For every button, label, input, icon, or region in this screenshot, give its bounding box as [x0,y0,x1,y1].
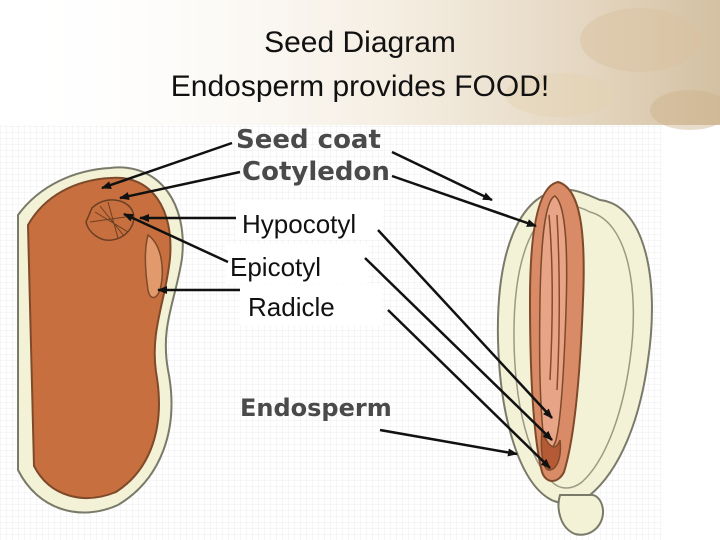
arrow-epicotyl-left [123,212,229,264]
arrow-cotyledon-left [119,170,241,201]
slide-subtitle: Endosperm provides FOOD! [170,70,550,103]
label-cotyledon: Cotyledon [242,157,390,187]
corn-seed [496,180,653,536]
arrow-epicotyl-right [364,257,553,441]
corn-seed-base [557,493,605,536]
label-box-hypocotyl [235,200,383,240]
slide-title: Seed Diagram [264,26,456,59]
arrow-hypocotyl-right [377,229,553,419]
label-box-radicle [240,285,382,325]
bean-embryo-axis [144,233,163,299]
arrow-endosperm-right [379,428,518,457]
label-epicotyl: Epicotyl [230,252,321,282]
header-background-seed [505,73,615,117]
label-seed-coat: Seed coat [236,125,381,155]
arrow-seed-coat-right [391,150,493,202]
bean-cotyledon [26,176,172,499]
label-box-epicotyl [226,244,368,284]
bean-embryo-leaves [85,199,135,241]
corn-embryo-leaves [548,214,560,391]
header-background [0,0,720,125]
header-background-seed [580,8,700,72]
label-radicle: Radicle [248,292,335,322]
bean-embryo-leaves-hatching [89,201,133,239]
header-background-seed [650,90,720,130]
label-endosperm: Endosperm [240,394,392,422]
arrow-seed-coat-left [101,141,233,190]
label-hypocotyl: Hypocotyl [242,209,356,239]
arrow-radicle-right [387,309,551,469]
arrows [101,141,553,469]
bean-seed [17,166,184,514]
arrow-cotyledon-right [391,174,537,228]
